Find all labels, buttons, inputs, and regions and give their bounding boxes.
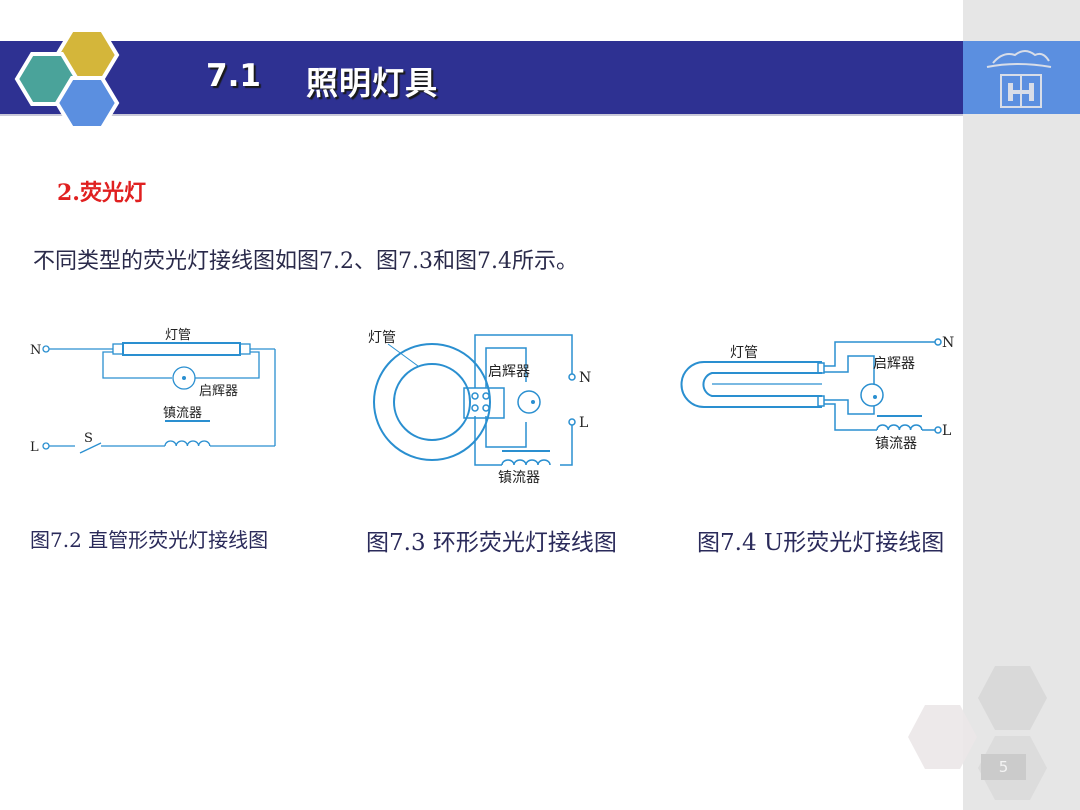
section-heading: 2.荧光灯 [57, 180, 146, 206]
ballast-label: 镇流器 [163, 406, 202, 421]
u-tube-wiring-diagram: 灯管 启辉器 N L 镇流器 [680, 335, 954, 452]
hexagon-logo-icon [14, 28, 120, 130]
switch-label: S [84, 431, 93, 446]
school-logo [963, 41, 1080, 114]
straight-tube-wiring-diagram: N L S 灯管 启辉器 镇流器 [30, 328, 276, 455]
tube-label: 灯管 [730, 345, 758, 361]
tube-label: 灯管 [165, 328, 191, 343]
book-crest-icon [986, 50, 1052, 108]
ballast-label: 镇流器 [498, 470, 540, 486]
figure-caption-7-4: 图7.4 U形荧光灯接线图 [697, 530, 945, 556]
ballast-label: 镇流器 [875, 436, 917, 452]
page-title: 照明灯具 [306, 64, 439, 102]
live-terminal-label: L [30, 440, 39, 455]
intro-paragraph: 不同类型的荧光灯接线图如图7.2、图7.3和图7.4所示。 [33, 249, 578, 274]
live-terminal-label: L [942, 423, 951, 439]
title-bar [0, 41, 963, 114]
figure-caption-7-3: 图7.3 环形荧光灯接线图 [366, 530, 617, 556]
live-terminal-label: L [579, 415, 588, 431]
starter-label: 启辉器 [199, 384, 238, 399]
tube-label: 灯管 [368, 330, 396, 346]
title-bar-shadow [0, 114, 963, 116]
section-number: 7.1 [206, 58, 261, 94]
starter-label: 启辉器 [873, 356, 915, 372]
neutral-terminal-label: N [942, 335, 954, 351]
neutral-terminal-label: N [579, 370, 591, 386]
page-number: 5 [981, 754, 1026, 780]
circular-tube-wiring-diagram: 灯管 启辉器 N L 镇流器 [368, 330, 591, 486]
neutral-terminal-label: N [30, 343, 41, 358]
decorative-hexagons-icon [908, 666, 1047, 800]
figure-caption-7-2: 图7.2 直管形荧光灯接线图 [30, 528, 269, 552]
starter-label: 启辉器 [488, 364, 530, 380]
